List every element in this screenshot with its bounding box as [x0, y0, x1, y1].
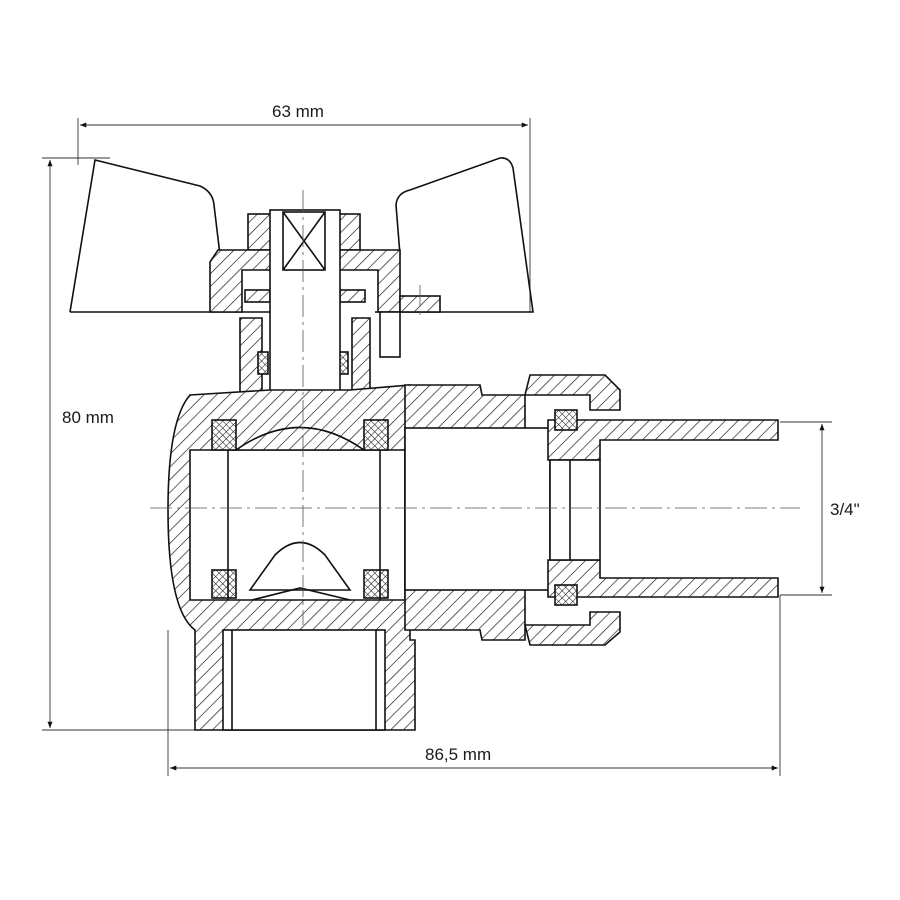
bonnet-and-stem — [209, 209, 441, 439]
dimension-lines — [42, 118, 832, 776]
dimension-thread: 3/4" — [830, 500, 860, 519]
dimension-handle-width: 63 mm — [272, 102, 324, 121]
dimension-height: 80 mm — [62, 408, 114, 427]
valve-body — [167, 384, 551, 731]
union-and-tailpiece — [523, 374, 779, 646]
dimension-length: 86,5 mm — [425, 745, 492, 764]
centerlines — [150, 190, 800, 625]
